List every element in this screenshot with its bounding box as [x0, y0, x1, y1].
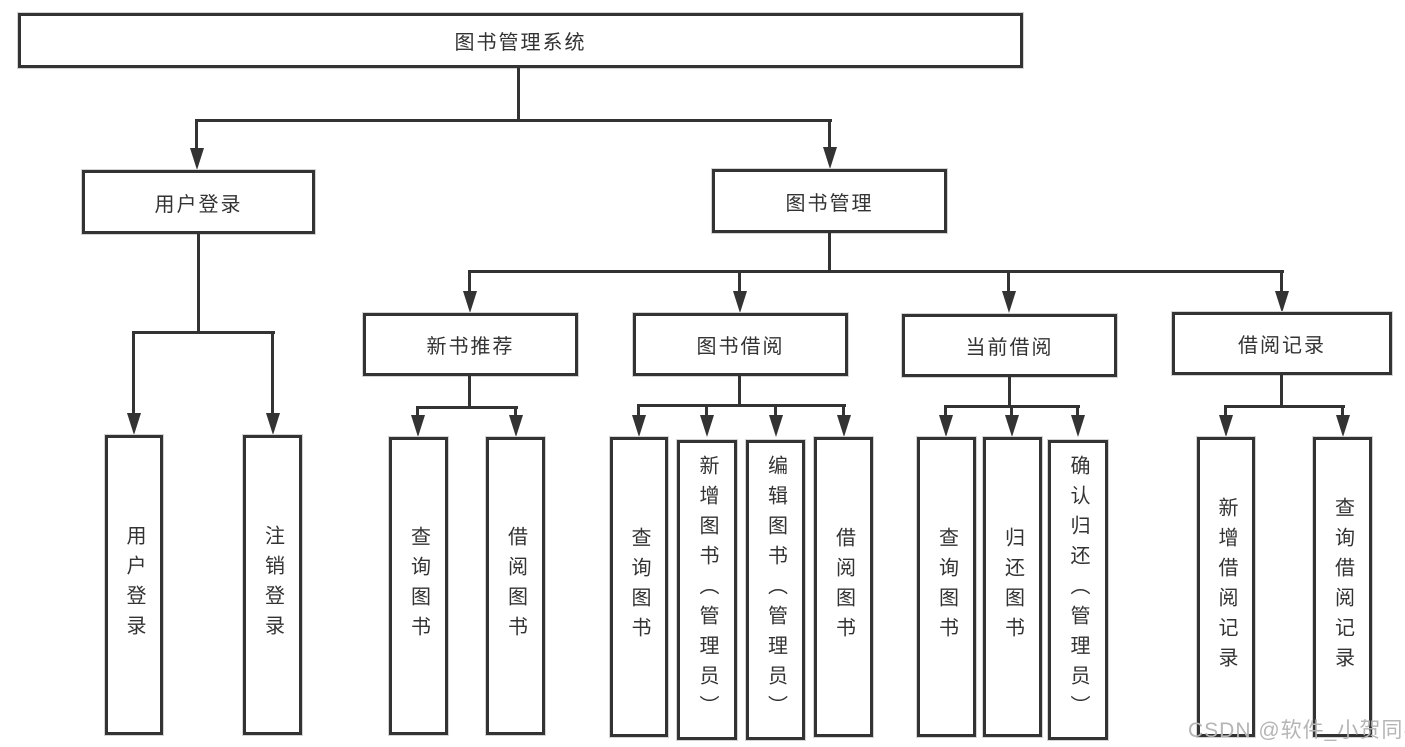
leaf-confirm-return-admin: 确认归还（管理员）	[1048, 440, 1108, 740]
arrow-down-icon	[700, 415, 714, 437]
connector-line	[132, 331, 135, 417]
connector-line	[271, 331, 274, 417]
connector-line	[944, 405, 947, 418]
arrow-down-icon	[1336, 415, 1350, 437]
arrow-down-icon	[1071, 415, 1085, 437]
node-label: 新书推荐	[426, 336, 515, 358]
arrow-down-icon	[411, 415, 425, 437]
connector-line	[468, 376, 471, 409]
connector-line	[1007, 270, 1010, 295]
leaf-borrow-books-2: 借阅图书	[814, 437, 873, 737]
connector-line	[1280, 270, 1283, 295]
leaf-add-borrow-record: 新增借阅记录	[1197, 437, 1255, 737]
leaf-edit-books-admin: 编辑图书（管理员）	[746, 440, 805, 740]
arrow-down-icon	[127, 413, 141, 435]
connector-line	[738, 270, 741, 295]
node-label: 查询图书	[935, 527, 958, 647]
node-borrowing-records: 借阅记录	[1172, 312, 1392, 375]
arrow-down-icon	[823, 147, 837, 169]
connector-line	[1224, 405, 1227, 418]
connector-line	[416, 406, 518, 409]
node-label: 借阅图书	[504, 526, 527, 646]
connector-line	[1224, 405, 1345, 408]
connector-line	[1076, 405, 1079, 418]
node-label: 当前借阅	[965, 337, 1054, 359]
connector-line	[1010, 405, 1013, 418]
node-label: 查询图书	[628, 527, 650, 647]
connector-line	[774, 404, 777, 418]
arrow-down-icon	[463, 291, 477, 313]
arrow-down-icon	[266, 413, 280, 435]
node-label: 新增图书（管理员）	[696, 455, 718, 725]
leaf-query-borrow-record: 查询借阅记录	[1313, 437, 1372, 737]
arrow-down-icon	[1005, 415, 1019, 437]
node-label: 查询图书	[407, 526, 430, 646]
node-label: 注销登录	[261, 525, 284, 645]
node-label: 编辑图书（管理员）	[764, 455, 787, 725]
watermark: CSDN @软件_小贺同学	[1188, 719, 1405, 742]
arrow-down-icon	[837, 415, 851, 437]
leaf-query-books-1: 查询图书	[389, 437, 448, 735]
node-book-borrowing: 图书借阅	[633, 313, 848, 376]
connector-line	[842, 404, 845, 418]
connector-line	[197, 234, 200, 334]
node-label: 图书借阅	[696, 336, 785, 358]
connector-line	[637, 404, 640, 418]
node-current-borrowing: 当前借阅	[902, 314, 1117, 377]
node-label: 借阅记录	[1238, 335, 1326, 357]
node-user-login: 用户登录	[82, 170, 315, 234]
node-library-management-system: 图书管理系统	[18, 13, 1023, 68]
node-label: 用户登录	[154, 193, 243, 216]
connector-line	[1008, 377, 1011, 408]
arrow-down-icon	[939, 415, 953, 437]
connector-line	[1280, 375, 1283, 408]
leaf-return-books: 归还图书	[983, 437, 1042, 737]
leaf-logout: 注销登录	[243, 435, 302, 735]
node-label: 查询借阅记录	[1331, 497, 1354, 677]
connector-line	[132, 331, 275, 334]
arrow-down-icon	[733, 291, 747, 313]
node-label: 确认归还（管理员）	[1067, 455, 1089, 725]
arrow-down-icon	[769, 415, 783, 437]
arrow-down-icon	[1002, 291, 1016, 313]
connector-line	[705, 404, 708, 418]
node-label: 归还图书	[1001, 527, 1024, 647]
leaf-borrow-books-1: 借阅图书	[486, 437, 545, 735]
node-new-book-recommendation: 新书推荐	[363, 313, 578, 376]
connector-line	[514, 406, 517, 418]
connector-line	[195, 119, 198, 152]
node-book-management: 图书管理	[712, 169, 947, 233]
leaf-user-login: 用户登录	[105, 435, 163, 735]
node-label: 借阅图书	[832, 527, 855, 647]
leaf-add-books-admin: 新增图书（管理员）	[677, 440, 737, 740]
connector-line	[468, 270, 1284, 273]
connector-line	[468, 270, 471, 295]
node-label: 新增借阅记录	[1215, 497, 1237, 677]
node-label: 用户登录	[123, 525, 145, 645]
leaf-query-books-3: 查询图书	[917, 437, 976, 737]
connector-line	[517, 68, 520, 122]
connector-line	[1341, 405, 1344, 418]
connector-line	[828, 119, 831, 151]
leaf-query-books-2: 查询图书	[610, 437, 668, 737]
arrow-down-icon	[509, 415, 523, 437]
node-label: 图书管理	[785, 192, 874, 215]
arrow-down-icon	[1275, 291, 1289, 313]
connector-line	[828, 233, 831, 273]
connector-line	[196, 119, 832, 122]
connector-line	[738, 376, 741, 407]
connector-line	[416, 406, 419, 418]
node-label: 图书管理系统	[454, 32, 587, 54]
arrow-down-icon	[1219, 415, 1233, 437]
arrow-down-icon	[190, 148, 204, 170]
arrow-down-icon	[632, 415, 646, 437]
connector-line	[637, 404, 846, 407]
